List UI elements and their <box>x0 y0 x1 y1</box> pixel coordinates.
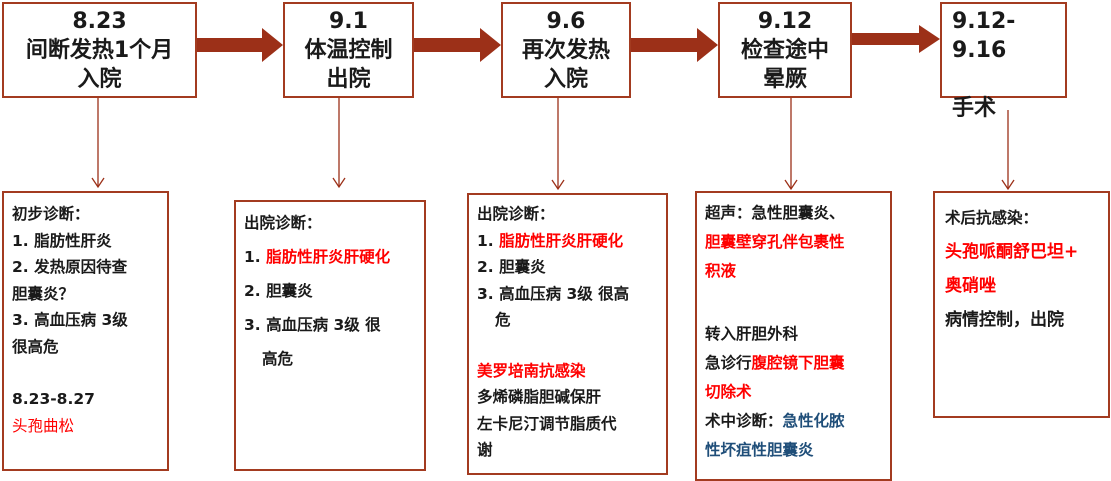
heading: 初步诊断： <box>12 205 90 223</box>
treatment: 头孢曲松 <box>12 416 75 435</box>
transfer: 转入肝胆外科 <box>705 325 799 343</box>
down-arrow-4 <box>784 98 798 191</box>
diagnosis: 3. 高血压病 3级 很 <box>244 316 381 334</box>
treatment: 多烯磷脂胆碱保肝 <box>477 388 602 406</box>
stage-event: 晕厥 <box>762 67 807 92</box>
stage-date: 9.12 <box>757 9 813 34</box>
item-number: 1. <box>477 231 500 250</box>
block-arrow-1 <box>196 28 283 62</box>
item-number: 1. <box>244 248 267 266</box>
detail-box-1: 初步诊断： 1. 脂肪性肝炎 2. 发热原因待查 胆囊炎？ 3. 高血压病 3级… <box>2 191 169 471</box>
diagnosis: 2. 发热原因待查 <box>12 258 128 276</box>
block-arrow-2 <box>413 28 501 62</box>
treatment: 头孢哌酮舒巴坦+ <box>945 242 1079 262</box>
heading: 出院诊断： <box>477 205 555 223</box>
diagnosis: 1. 脂肪性肝炎 <box>12 231 112 250</box>
down-arrow-1 <box>91 98 105 189</box>
stage-box-5: 9.12-9.16 手术 <box>940 2 1067 121</box>
ultrasound-finding: 胆囊壁穿孔伴包裹性 <box>705 233 845 251</box>
treatment: 美罗培南抗感染 <box>477 361 586 380</box>
stage-box-4: 9.12 检查途中 晕厥 <box>718 2 852 98</box>
surgery: 腹腔镜下胆囊 <box>751 354 845 372</box>
diagnosis: 3. 高血压病 3级 很高 <box>477 284 630 303</box>
detail-box-4: 超声：急性胆囊炎、 胆囊壁穿孔伴包裹性 积液 转入肝胆外科 急诊行腹腔镜下胆囊 … <box>695 191 892 481</box>
stage-event: 出院 <box>326 67 371 92</box>
stage-event: 再次发热 <box>521 38 610 63</box>
stage-event: 间断发热1个月 <box>25 38 174 63</box>
diagnosis: 2. 胆囊炎 <box>244 282 313 300</box>
ultrasound-finding: 积液 <box>705 262 737 280</box>
block-arrow-4 <box>851 25 940 53</box>
treatment: 奥硝唑 <box>945 276 996 296</box>
stage-event: 入院 <box>77 67 122 92</box>
diagnosis: 2. 胆囊炎 <box>477 258 546 276</box>
diagnosis: 脂肪性肝炎肝硬化 <box>266 248 391 266</box>
stage-event: 入院 <box>543 67 588 92</box>
detail-box-2: 出院诊断： 1. 脂肪性肝炎肝硬化 2. 胆囊炎 3. 高血压病 3级 很 高危 <box>234 200 426 471</box>
detail-box-5: 术后抗感染： 头孢哌酮舒巴坦+ 奥硝唑 病情控制，出院 <box>933 191 1110 418</box>
treatment: 左卡尼汀调节脂质代 <box>477 414 617 433</box>
stage-box-3: 9.6 再次发热 入院 <box>501 2 631 98</box>
stage-date: 8.23 <box>72 9 127 34</box>
down-arrow-2 <box>332 98 346 189</box>
diagnosis: 很高危 <box>12 337 59 356</box>
surgery: 切除术 <box>705 383 752 401</box>
intraop-diagnosis: 急性化脓 <box>782 412 845 430</box>
stage-date: 9.1 <box>329 9 368 34</box>
stage-event: 检查途中 <box>740 38 829 63</box>
diagnosis: 高危 <box>262 350 294 368</box>
surgery-label: 急诊行 <box>705 354 752 372</box>
stage-event: 手术 <box>952 96 997 121</box>
date-range: 8.23-8.27 <box>12 390 95 408</box>
diagnosis: 胆囊炎？ <box>12 284 75 303</box>
heading: 出院诊断： <box>244 214 322 232</box>
treatment: 谢 <box>477 441 493 459</box>
diagnosis: 危 <box>495 311 511 329</box>
ultrasound: 超声：急性胆囊炎、 <box>705 204 845 222</box>
down-arrow-3 <box>551 98 565 191</box>
diagnosis: 脂肪性肝炎肝硬化 <box>499 231 624 250</box>
detail-box-3: 出院诊断： 1. 脂肪性肝炎肝硬化 2. 胆囊炎 3. 高血压病 3级 很高 危… <box>467 193 668 475</box>
intraop-diagnosis: 性坏疽性胆囊炎 <box>705 441 814 459</box>
block-arrow-3 <box>630 28 718 62</box>
stage-box-1: 8.23 间断发热1个月 入院 <box>2 2 197 98</box>
stage-event <box>952 65 1065 94</box>
down-arrow-5 <box>1001 110 1015 191</box>
stage-date: 9.6 <box>546 9 586 34</box>
diagnosis: 3. 高血压病 3级 <box>12 311 128 329</box>
outcome: 病情控制，出院 <box>945 310 1064 330</box>
stage-date: 9.12-9.16 <box>952 9 1016 63</box>
intraop-label: 术中诊断： <box>705 412 783 430</box>
stage-event: 体温控制 <box>304 38 393 63</box>
stage-box-2: 9.1 体温控制 出院 <box>283 2 414 98</box>
heading: 术后抗感染： <box>945 209 1039 227</box>
